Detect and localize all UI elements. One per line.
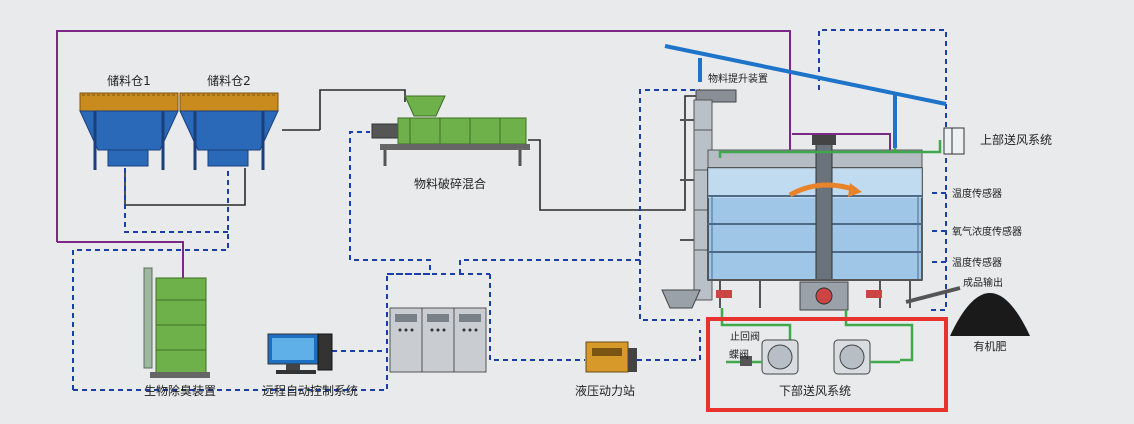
temp-sensor-bottom-label: 温度传感器: [952, 256, 1002, 269]
damper-label: 蝶阀: [729, 348, 749, 361]
upper-air-label: 上部送风系统: [980, 132, 1052, 147]
product-output-label: 成品输出: [963, 276, 1003, 289]
temp-sensor-top-label: 温度传感器: [952, 187, 1002, 200]
bio-deodorizer: 生物除臭装置: [143, 267, 216, 398]
storage-silo-1: 储料仓1: [79, 73, 179, 170]
lower-air-system: 止回阀 蝶阀 下部送风系统: [726, 330, 900, 398]
check-valve-label: 止回阀: [730, 330, 760, 343]
lower-air-highlight-box: [706, 317, 948, 412]
oxygen-sensor-label: 氧气浓度传感器: [952, 225, 1022, 238]
crusher-label: 物料破碎混合: [414, 176, 486, 191]
storage-silo-2: 储料仓2: [179, 73, 279, 170]
remote-control-computer: 远程自动控制系统: [262, 333, 358, 398]
upper-air-pipe: [664, 44, 947, 148]
hydraulic-label: 液压动力站: [575, 383, 635, 398]
sensor-labels: 温度传感器 氧气浓度传感器 温度传感器: [952, 187, 1022, 269]
silo-2-label: 储料仓2: [207, 73, 251, 88]
control-cabinet: [389, 307, 487, 373]
remote-control-label: 远程自动控制系统: [262, 383, 358, 398]
lift-label: 物料提升装置: [708, 72, 768, 85]
product-output: 成品输出 有机肥: [905, 276, 1030, 353]
crusher-mixer: 物料破碎混合: [371, 95, 530, 191]
fermentation-tank: [707, 135, 923, 311]
fertilizer-label: 有机肥: [974, 339, 1007, 353]
signal-lines: [72, 29, 947, 391]
silo-1-label: 储料仓1: [107, 73, 151, 88]
deodorizer-label: 生物除臭装置: [144, 383, 216, 398]
hydraulic-station: 液压动力站: [575, 341, 637, 398]
upper-air-unit: 上部送风系统: [943, 127, 1052, 155]
lower-air-label: 下部送风系统: [779, 383, 851, 398]
